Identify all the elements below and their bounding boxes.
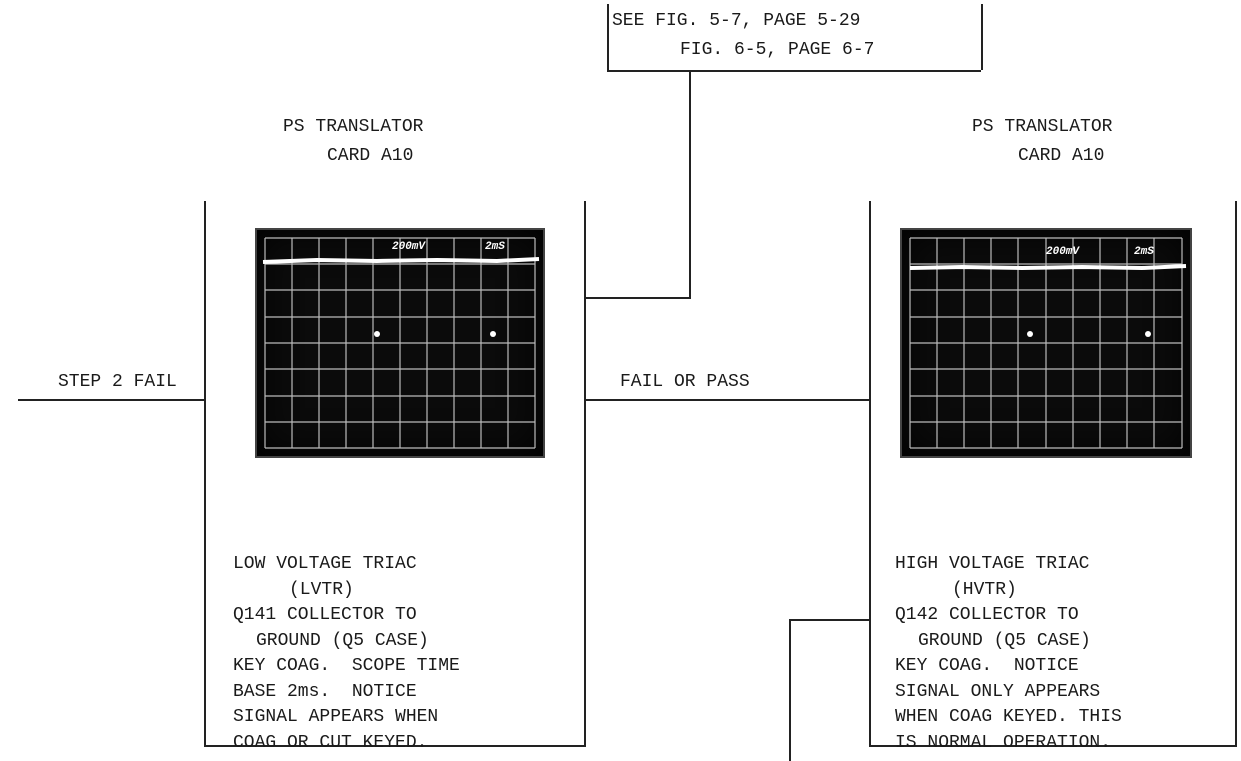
right-scope-volts-label: 200mV: [1046, 246, 1079, 258]
left-desc-4: GROUND (Q5 CASE): [256, 629, 429, 653]
left-desc-7: SIGNAL APPEARS WHEN: [233, 705, 438, 729]
left-desc-2: (LVTR): [289, 578, 354, 602]
right-desc-connector-horizontal: [790, 619, 870, 621]
right-desc-connector-vertical: [789, 619, 791, 761]
left-desc-5: KEY COAG. SCOPE TIME: [233, 654, 460, 678]
right-desc-1: HIGH VOLTAGE TRIAC: [895, 552, 1089, 576]
left-desc-6: BASE 2ms. NOTICE: [233, 680, 417, 704]
fail-or-pass-label: FAIL OR PASS: [620, 370, 750, 394]
right-desc-7: WHEN COAG KEYED. THIS: [895, 705, 1122, 729]
reference-connector-vertical: [689, 72, 691, 298]
left-oscilloscope-trace: 200mV 2mS: [255, 228, 545, 458]
left-card-title-2: CARD A10: [327, 144, 413, 168]
right-card-title-1: PS TRANSLATOR: [972, 115, 1112, 139]
right-desc-6: SIGNAL ONLY APPEARS: [895, 680, 1100, 704]
right-desc-2: (HVTR): [952, 578, 1017, 602]
left-desc-8: COAG OR CUT KEYED.: [233, 731, 427, 755]
right-desc-3: Q142 COLLECTOR TO: [895, 603, 1079, 627]
right-desc-4: GROUND (Q5 CASE): [918, 629, 1091, 653]
right-card-title-2: CARD A10: [1018, 144, 1104, 168]
reference-connector-horizontal: [586, 297, 691, 299]
step-2-fail-line: [18, 399, 204, 401]
left-scope-volts-label: 200mV: [392, 241, 425, 253]
right-scope-time-label: 2mS: [1134, 246, 1154, 258]
left-desc-1: LOW VOLTAGE TRIAC: [233, 552, 417, 576]
right-oscilloscope-trace: 200mV 2mS: [900, 228, 1192, 458]
left-card-title-1: PS TRANSLATOR: [283, 115, 423, 139]
step-2-fail-label: STEP 2 FAIL: [58, 370, 177, 394]
reference-line-2: FIG. 6-5, PAGE 6-7: [680, 38, 874, 62]
left-scope-time-label: 2mS: [485, 241, 505, 253]
reference-box-bottom: [607, 70, 981, 72]
fail-or-pass-line: [584, 399, 870, 401]
right-desc-8: IS NORMAL OPERATION.: [895, 731, 1111, 755]
right-desc-5: KEY COAG. NOTICE: [895, 654, 1079, 678]
left-desc-3: Q141 COLLECTOR TO: [233, 603, 417, 627]
reference-line-1: SEE FIG. 5-7, PAGE 5-29: [612, 9, 860, 33]
